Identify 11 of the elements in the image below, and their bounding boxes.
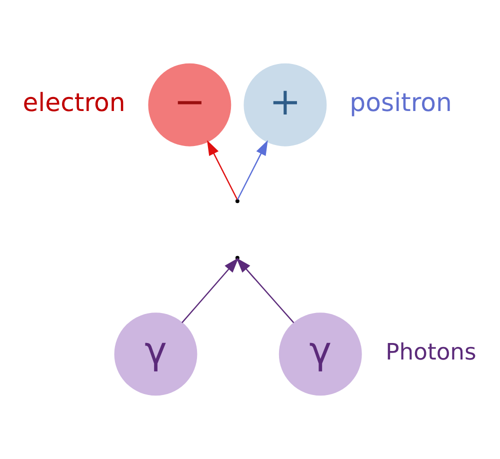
arrow [237,140,268,200]
node-circle: γ [114,312,198,396]
arrow [207,140,238,200]
arrow [182,258,239,324]
node-circle: γ [278,312,362,396]
node-label: electron [22,88,126,118]
node-circle: − [148,63,232,146]
node-circle: + [244,63,327,146]
node-label: positron [350,88,452,118]
label: Photons [386,340,476,366]
arrow [236,258,294,324]
